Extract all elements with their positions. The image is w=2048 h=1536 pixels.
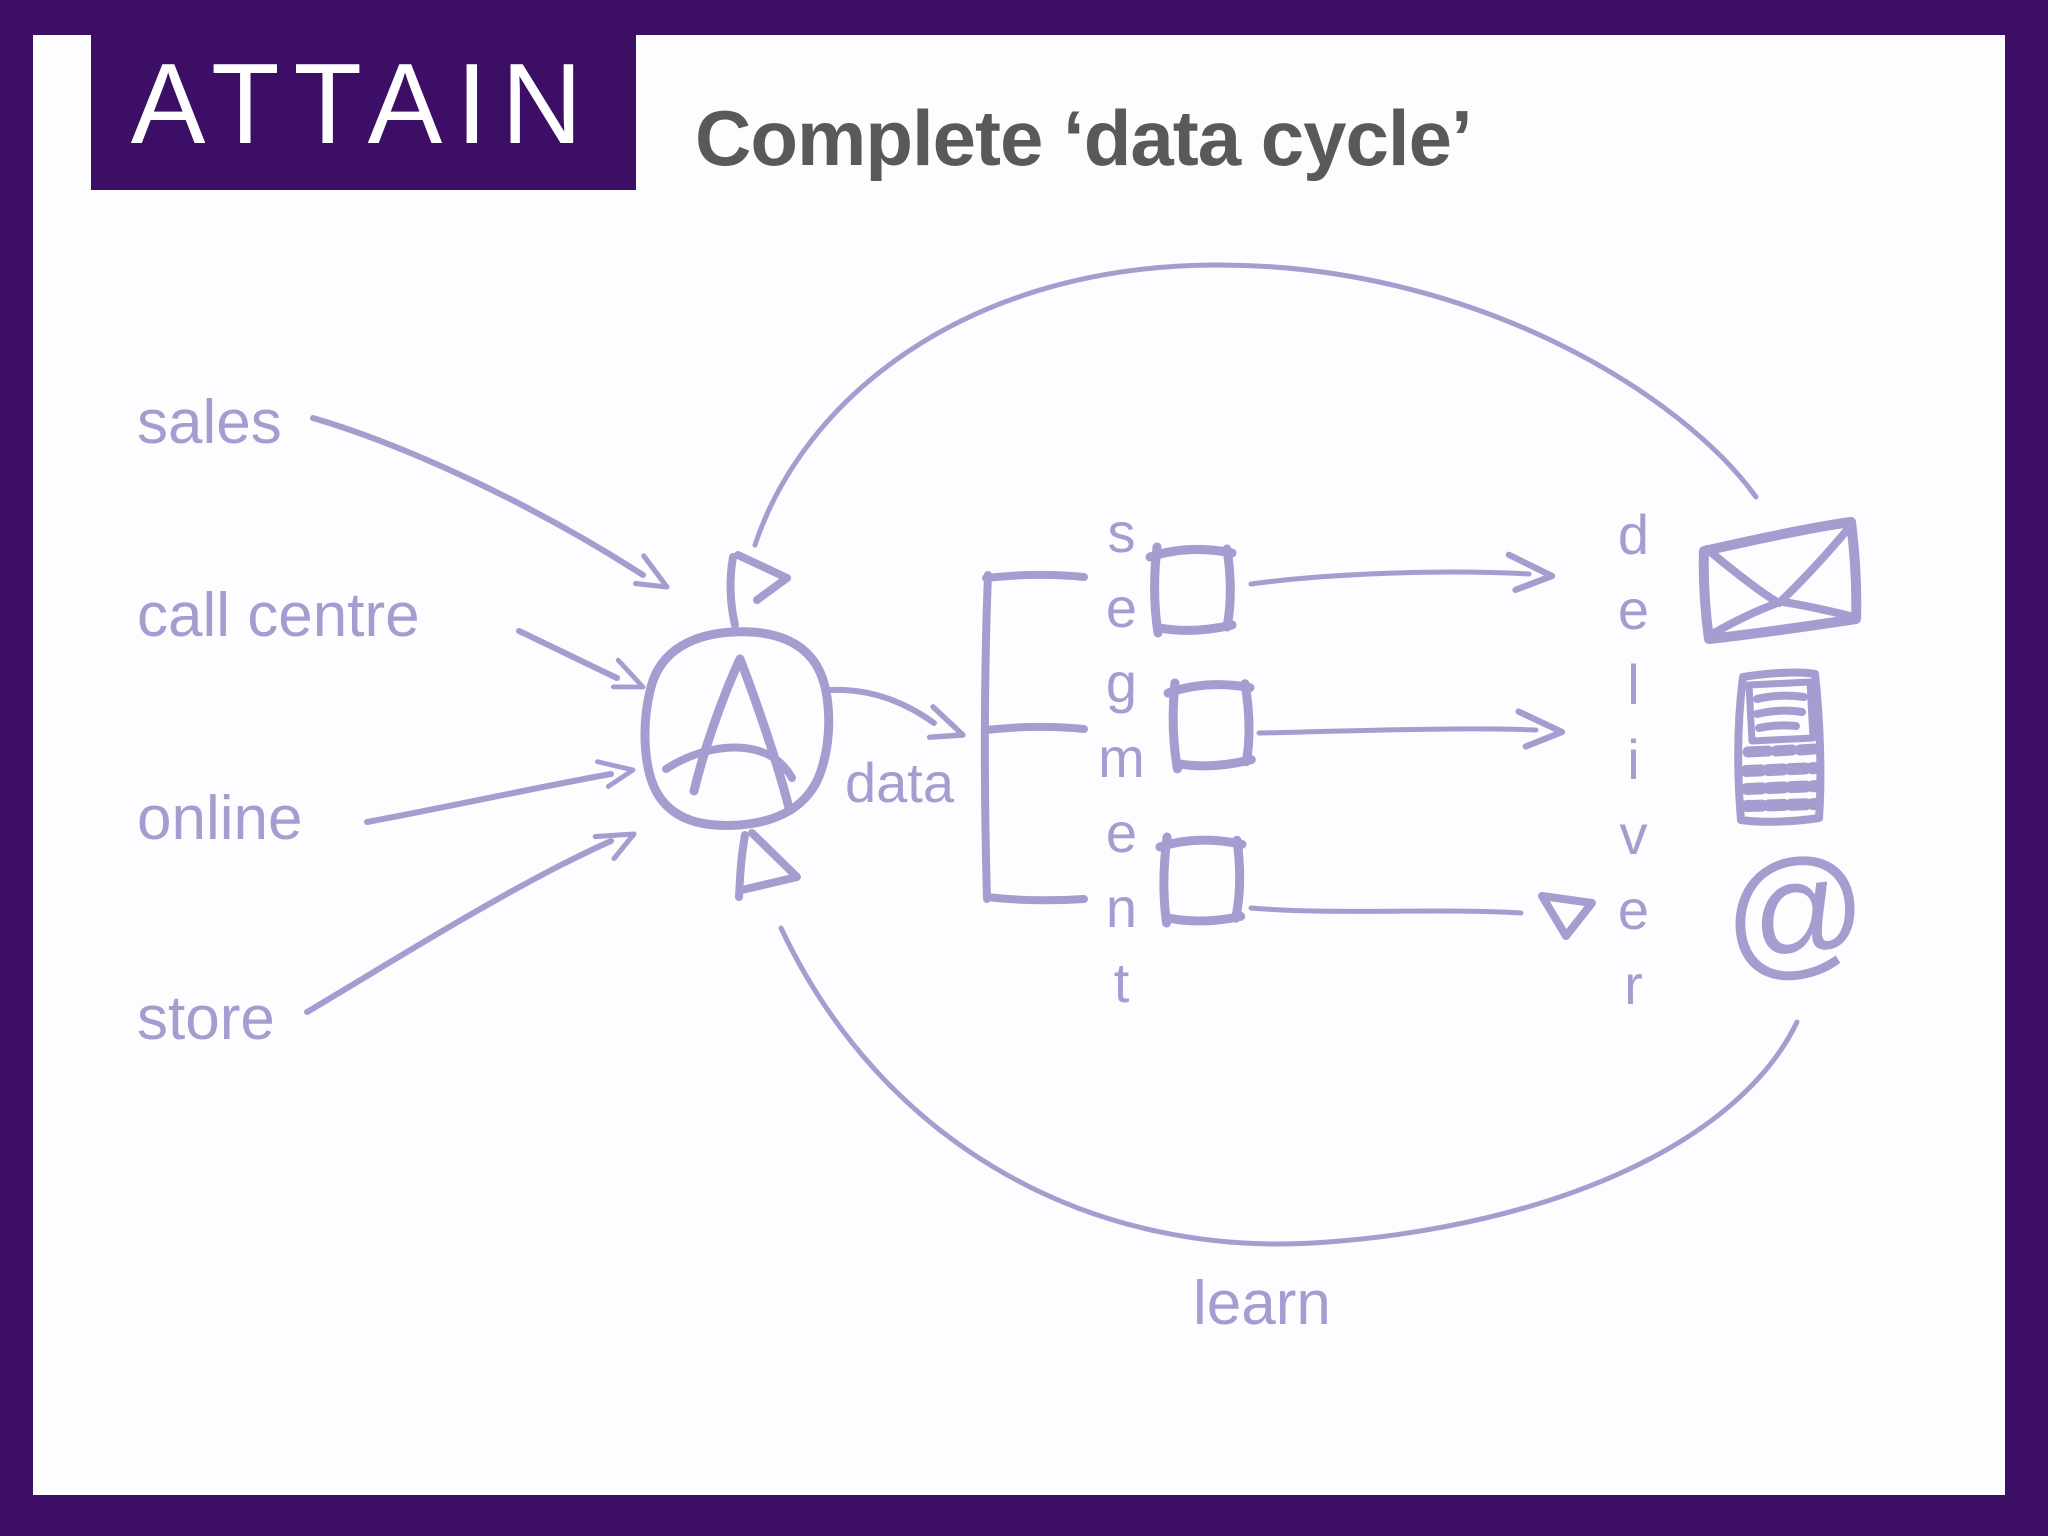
attain-logo-text: ATTAIN (130, 39, 597, 167)
diagram-sketch-layer (304, 262, 1862, 1247)
hub-letter-A (662, 654, 796, 813)
source-arrows (304, 415, 675, 1015)
source-label-store: store (137, 984, 275, 1053)
deliver-vertical-label: deliver (1602, 503, 1665, 1028)
deliver-arrow-3 (1248, 905, 1524, 916)
top-cycle-arc (752, 262, 1759, 548)
deliver-arrows (1248, 555, 1596, 940)
data-arrow (827, 686, 969, 748)
learn-label: learn (1193, 1269, 1331, 1338)
segment-bracket (980, 570, 1088, 905)
hub-top-arrowhead-icon (726, 551, 791, 629)
segment-vertical-label: segment (1090, 501, 1153, 1026)
deliver-arrow-1 (1248, 569, 1532, 587)
hub-blob-icon (640, 627, 834, 830)
sales-arrow (310, 415, 646, 578)
source-label-call-centre: call centre (137, 581, 420, 650)
at-symbol-icon: @ (1715, 824, 1876, 999)
data-label: data (845, 751, 954, 814)
hub-bottom-arrowhead-icon (735, 829, 801, 901)
segment-box-3 (1159, 837, 1242, 924)
store-arrow (304, 838, 614, 1015)
segment-box-1 (1150, 547, 1232, 633)
source-label-online: online (137, 784, 303, 853)
mobile-phone-icon (1734, 668, 1825, 826)
down-arrowhead-icon (1538, 892, 1596, 940)
envelope-icon (1698, 517, 1862, 644)
learn-return-curve (778, 925, 1800, 1247)
page-title: Complete ‘data cycle’ (695, 94, 1473, 182)
segment-box-icons (1150, 547, 1251, 924)
call-centre-arrow (516, 628, 620, 681)
source-label-sales: sales (137, 388, 282, 457)
attain-logo: ATTAIN (91, 0, 636, 190)
slide-canvas: ATTAIN Complete ‘data cycle’ (33, 0, 2005, 1495)
online-arrow (364, 771, 614, 825)
segment-box-2 (1168, 682, 1251, 769)
deliver-arrow-2 (1256, 726, 1539, 736)
